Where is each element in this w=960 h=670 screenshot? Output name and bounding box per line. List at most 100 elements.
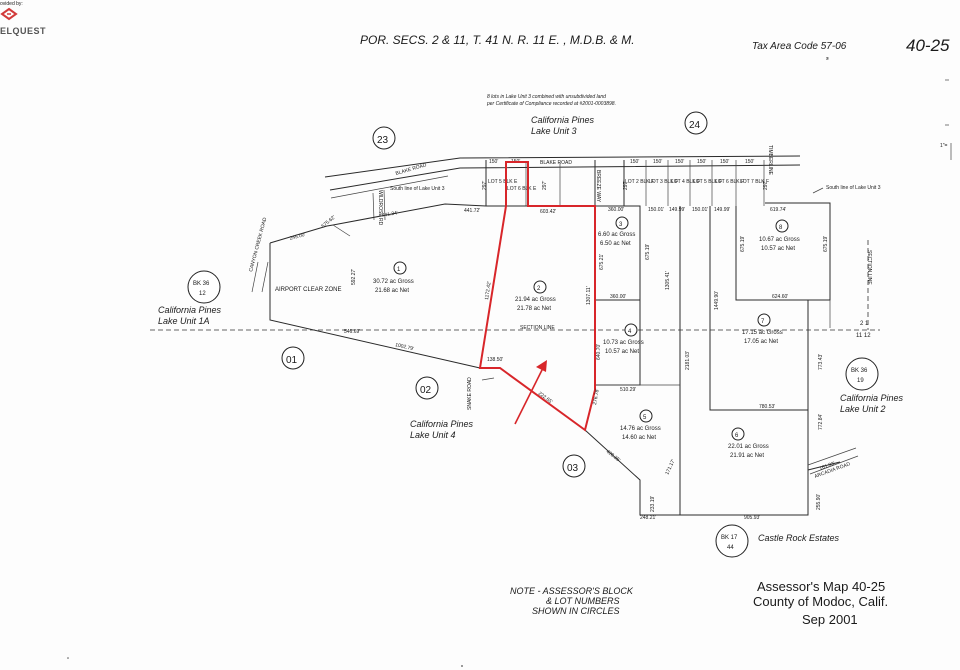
dimension-label: 248.21' bbox=[640, 515, 656, 521]
footer-note-line1: NOTE - ASSESSOR'S BLOCK bbox=[510, 586, 634, 596]
subdivision-unit3: California Pines bbox=[531, 115, 595, 125]
note-combined-line2: per Certificate of Compliance recorded a… bbox=[486, 101, 616, 107]
map-number: 40-25 bbox=[906, 36, 950, 55]
subdivision-unit4: Lake Unit 4 bbox=[410, 430, 456, 440]
svg-text:10.67 ac Gross: 10.67 ac Gross bbox=[759, 237, 800, 243]
blake-road-label-2: BLAKE ROAD bbox=[540, 160, 572, 166]
dimension-label: 360.00' bbox=[610, 294, 626, 300]
section-number-top: 2 1 bbox=[860, 321, 869, 327]
dimension-label: 2181.03' bbox=[685, 351, 691, 370]
south-line-right: South line of Lake Unit 3 bbox=[826, 185, 881, 191]
dimension-label: 773.43' bbox=[818, 354, 824, 370]
dimension-label: 1002.79' bbox=[395, 342, 415, 352]
footer-note-line3: SHOWN IN CIRCLES bbox=[532, 606, 620, 616]
tax-area-code: Tax Area Code 57-06 bbox=[752, 41, 847, 52]
dimension-label: 428.35' bbox=[605, 449, 622, 464]
svg-text:6.50 ac Net: 6.50 ac Net bbox=[600, 241, 631, 247]
svg-text:21.94 ac Gross: 21.94 ac Gross bbox=[515, 297, 556, 303]
svg-text:21.78 ac Net: 21.78 ac Net bbox=[517, 306, 551, 312]
south-line-leader bbox=[812, 187, 824, 194]
dimension-label: 603.42' bbox=[540, 209, 556, 215]
footer-title-line2: County of Modoc, Calif. bbox=[753, 594, 888, 609]
dimension-label: 780.53' bbox=[759, 404, 775, 410]
svg-text:10.57 ac Net: 10.57 ac Net bbox=[761, 246, 795, 252]
canyon-creek-road-label: CANYON CREEK ROAD bbox=[248, 217, 268, 273]
dimension-label: 640.70' bbox=[596, 344, 602, 360]
section-number-bottom: 11 12 bbox=[856, 333, 871, 339]
lot-label: LOT 7 BLK F bbox=[740, 179, 769, 185]
subdivision-unit3: Lake Unit 3 bbox=[531, 126, 577, 136]
parcel-7: 7 17.15 ac Gross 17.05 ac Net bbox=[742, 313, 783, 345]
section-line-vertical-label: SECTION LINE bbox=[866, 250, 872, 285]
dimension-label: 1307.11' bbox=[586, 286, 592, 305]
svg-text:6.60 ac Gross: 6.60 ac Gross bbox=[598, 232, 635, 238]
svg-text:02: 02 bbox=[420, 385, 432, 396]
canyon-creek-road bbox=[251, 261, 269, 293]
svg-text:17.15 ac Gross: 17.15 ac Gross bbox=[742, 330, 783, 336]
snake-road-label: SNAKE ROAD bbox=[467, 377, 473, 410]
footer-title-line3: Sep 2001 bbox=[802, 612, 858, 627]
dimension-label: 245.00' bbox=[289, 232, 306, 242]
dimension-label: 1172.42' bbox=[484, 281, 493, 300]
dimension-label: 255.90' bbox=[816, 494, 822, 510]
dimension-label: 150' bbox=[675, 159, 684, 165]
lot-label: LOT 4 BLK F bbox=[671, 179, 700, 185]
parcel-1: 1 30.72 ac Gross 21.68 ac Net bbox=[373, 261, 414, 294]
dimension-label: 675.21' bbox=[599, 254, 605, 270]
dimension-label: 675.19' bbox=[823, 236, 829, 252]
block-circle: 03 bbox=[562, 454, 586, 478]
dimension-label: 138.50' bbox=[487, 357, 503, 363]
svg-text:10.73 ac Gross: 10.73 ac Gross bbox=[603, 340, 644, 346]
subdivision-unit1a: Lake Unit 1A bbox=[158, 316, 210, 326]
subdivision-unit2: Lake Unit 2 bbox=[840, 404, 886, 414]
block-circle: 24 bbox=[684, 111, 708, 135]
dimension-label: 161.93' bbox=[819, 461, 836, 472]
note-combined-line1: 8 lots in Lake Unit 3 combined with unsu… bbox=[487, 94, 606, 100]
dimension-label: 905.93' bbox=[744, 515, 760, 521]
dimension-label: 675.19' bbox=[740, 236, 746, 252]
dimension-label: 149.99' bbox=[669, 207, 685, 213]
dimension-label: 619.74' bbox=[770, 207, 786, 213]
dimension-label: 297' bbox=[482, 181, 488, 190]
svg-text:14.76 ac Gross: 14.76 ac Gross bbox=[620, 426, 661, 432]
tax-area-sub: s bbox=[826, 56, 829, 62]
svg-text:44: 44 bbox=[727, 545, 734, 551]
svg-text:01: 01 bbox=[286, 355, 298, 366]
dimension-label: 1449.90' bbox=[714, 291, 720, 310]
parcel-3: 3 6.60 ac Gross 6.50 ac Net bbox=[598, 216, 635, 247]
svg-text:3: 3 bbox=[619, 222, 623, 228]
lot-label: LOT 5 BLK E bbox=[488, 179, 518, 185]
dimension-label: 297' bbox=[763, 181, 769, 190]
breeze-way-label: BREEZE WAY bbox=[595, 170, 601, 203]
scan-marks bbox=[945, 79, 952, 160]
timberline-label: TIMBERLINE bbox=[767, 145, 773, 176]
block-circle: 23 bbox=[372, 126, 396, 150]
dimension-label: 233.19' bbox=[650, 496, 656, 512]
svg-text:6: 6 bbox=[735, 433, 739, 439]
svg-text:17.05 ac Net: 17.05 ac Net bbox=[744, 339, 778, 345]
lot-label: LOT 6 BLK E bbox=[507, 186, 537, 192]
lot-label: LOT 2 BLK F bbox=[625, 179, 654, 185]
dimension-label: 1305.41' bbox=[665, 271, 671, 290]
airport-clear-zone: AIRPORT CLEAR ZONE bbox=[275, 287, 341, 293]
provider-logo-icon bbox=[0, 7, 18, 21]
dimension-label: 150' bbox=[489, 159, 498, 165]
dimension-label: 546.69' bbox=[344, 329, 360, 335]
svg-text:BK 36: BK 36 bbox=[851, 368, 868, 374]
scan-specks bbox=[67, 57, 829, 667]
lot-label: LOT 6 BLK F bbox=[715, 179, 744, 185]
dimension-label: 171.17' bbox=[664, 459, 676, 476]
svg-text:7: 7 bbox=[761, 319, 765, 325]
svg-text:1: 1 bbox=[397, 267, 401, 273]
blake-road bbox=[324, 155, 801, 199]
dimension-label: 675.19' bbox=[645, 244, 651, 260]
svg-text:30.72 ac Gross: 30.72 ac Gross bbox=[373, 279, 414, 285]
svg-text:21.91 ac Net: 21.91 ac Net bbox=[730, 453, 764, 459]
svg-text:21.68 ac Net: 21.68 ac Net bbox=[375, 288, 409, 294]
dimension-label: 150' bbox=[720, 159, 729, 165]
dimension-label: 150' bbox=[697, 159, 706, 165]
dimension-label: 150.01' bbox=[648, 207, 664, 213]
